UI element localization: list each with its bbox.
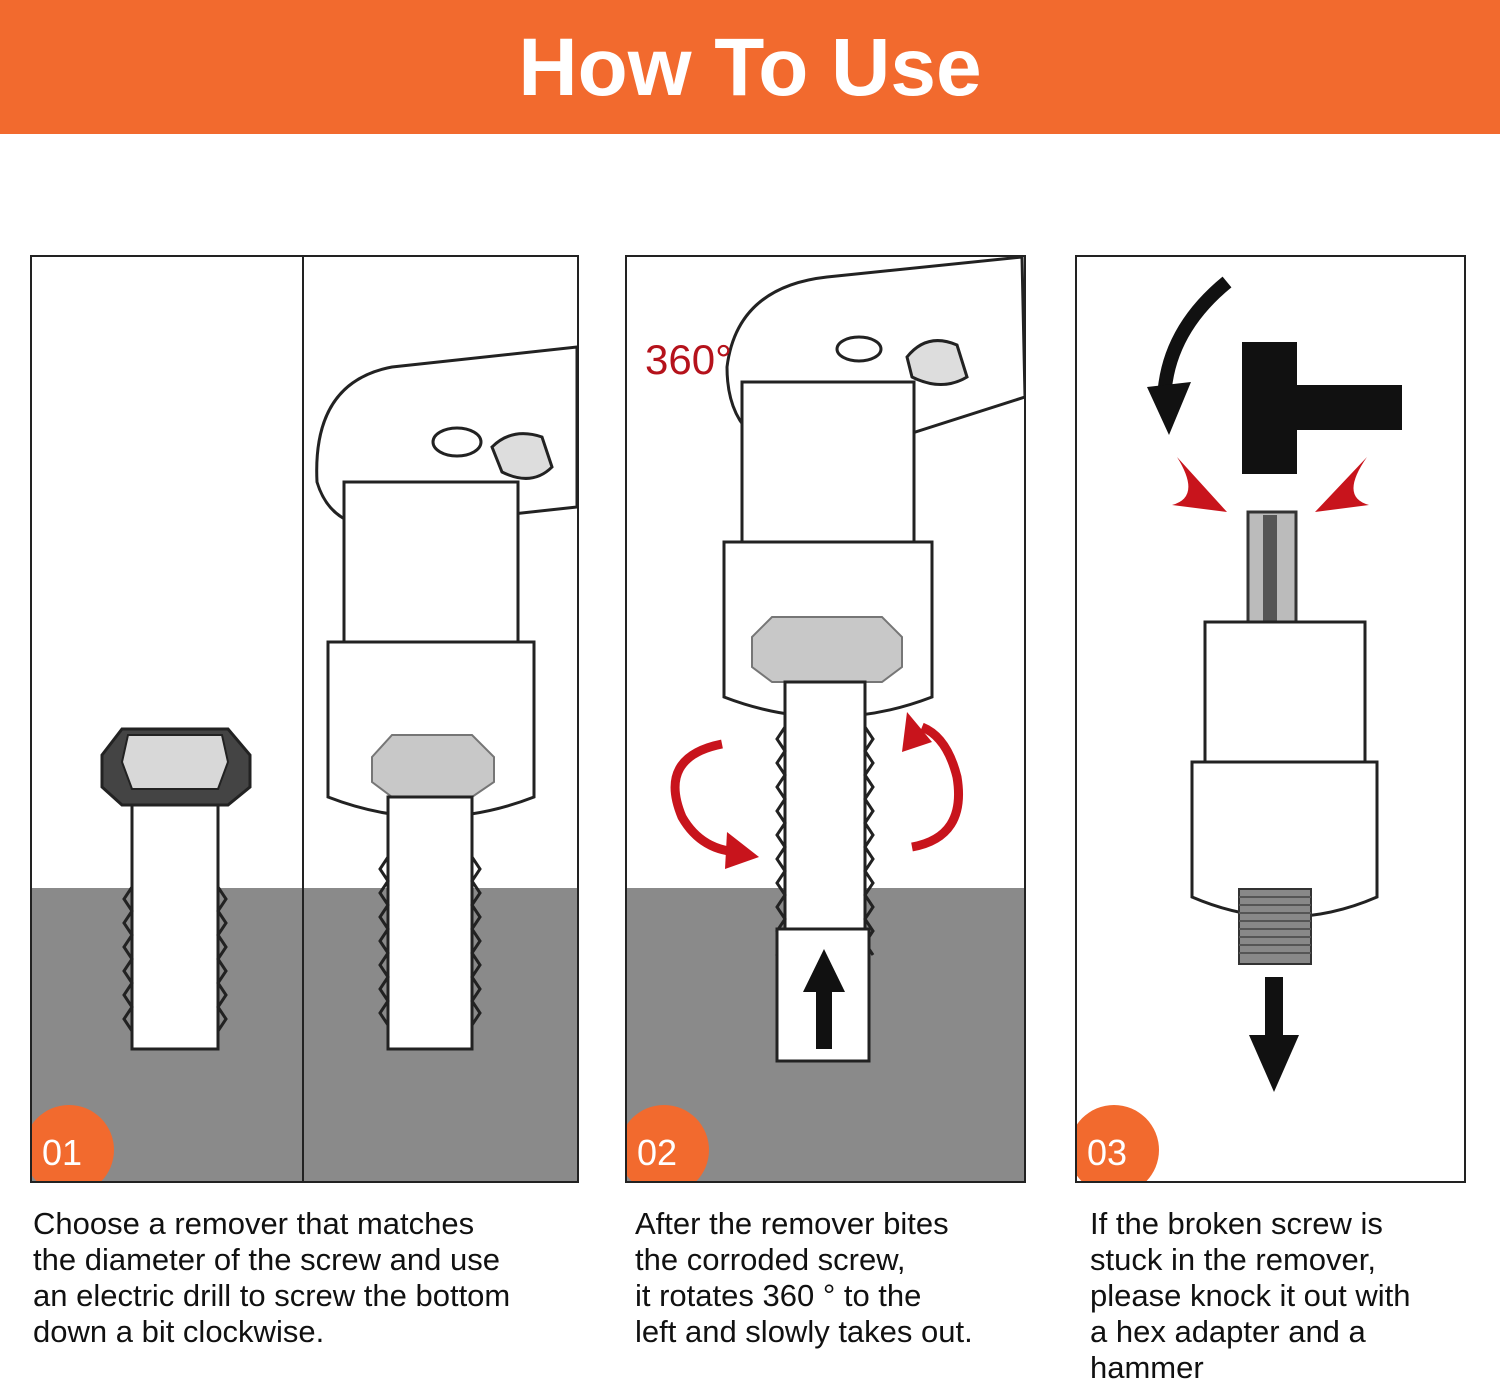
hammer-icon — [1147, 276, 1402, 474]
rotate-arrow-icon — [670, 712, 963, 869]
step-1-panel: 01 — [30, 255, 579, 1183]
step-number-02: 02 — [637, 1132, 678, 1173]
step-2-panel: 360° 02 — [625, 255, 1026, 1183]
step-2-caption: After the remover bites the corroded scr… — [635, 1206, 973, 1349]
step-badge-01 — [32, 1105, 114, 1181]
hex-adapter-icon — [1190, 510, 1379, 965]
down-arrow-icon — [1249, 977, 1299, 1092]
step-3-caption: If the broken screw is stuck in the remo… — [1090, 1206, 1411, 1385]
socket-remover-icon — [722, 257, 1024, 1063]
impact-arrows-icon — [1172, 457, 1369, 512]
step-number-03: 03 — [1087, 1132, 1128, 1173]
up-arrow-icon — [803, 949, 845, 1049]
step-badge-03 — [1077, 1105, 1159, 1181]
step-1-caption: Choose a remover that matches the diamet… — [33, 1206, 511, 1349]
page-title: How To Use — [518, 22, 982, 113]
ground-surface — [32, 888, 577, 1181]
bolt-icon — [100, 727, 252, 1051]
step-number-01: 01 — [42, 1132, 83, 1173]
panel-divider — [302, 257, 304, 1181]
step-3-panel: 03 — [1075, 255, 1466, 1183]
socket-remover-icon — [315, 345, 577, 1051]
header-banner: How To Use — [0, 0, 1500, 134]
step-badge-02 — [627, 1105, 709, 1181]
rotation-label: 360° — [645, 336, 732, 383]
